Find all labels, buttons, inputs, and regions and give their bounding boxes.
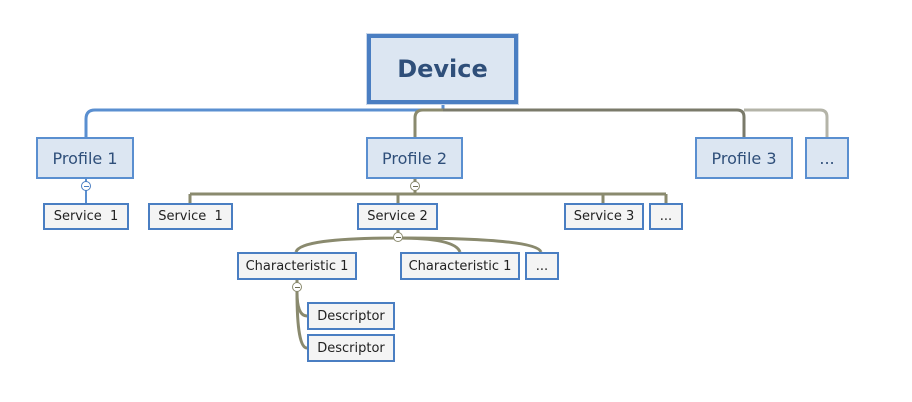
connector-device-profile2 bbox=[413, 108, 443, 138]
connector-device-profile-more bbox=[744, 108, 829, 138]
connector-char1-descriptor2 bbox=[295, 291, 308, 350]
profile-node-more[interactable]: ... bbox=[805, 137, 849, 179]
service-node-p1-1[interactable]: Service 1 bbox=[43, 203, 129, 230]
connector-device-profile3 bbox=[443, 108, 746, 138]
device-label: Device bbox=[397, 55, 488, 83]
characteristic-label: ... bbox=[535, 258, 549, 274]
device-node[interactable]: Device bbox=[366, 33, 519, 105]
service-node-p2-more[interactable]: ... bbox=[649, 203, 683, 230]
service-node-p2-2[interactable]: Service 2 bbox=[357, 203, 438, 230]
service-label: ... bbox=[659, 209, 673, 224]
characteristic-label: Characteristic 1 bbox=[245, 258, 349, 274]
collapse-toggle-service2[interactable] bbox=[393, 232, 403, 242]
characteristic-label: Characteristic 1 bbox=[408, 258, 512, 274]
connector-service2-char1 bbox=[294, 230, 400, 253]
profile-node-1[interactable]: Profile 1 bbox=[36, 137, 134, 179]
service-node-p2-1[interactable]: Service 1 bbox=[148, 203, 233, 230]
descriptor-label: Descriptor bbox=[317, 308, 385, 324]
profile-node-2[interactable]: Profile 2 bbox=[366, 137, 463, 179]
profile-node-3[interactable]: Profile 3 bbox=[695, 137, 793, 179]
descriptor-label: Descriptor bbox=[317, 340, 385, 356]
descriptor-node-2[interactable]: Descriptor bbox=[307, 334, 395, 362]
service-node-p2-3[interactable]: Service 3 bbox=[564, 203, 644, 230]
service-label: Service 3 bbox=[573, 209, 635, 224]
profile-label: Profile 1 bbox=[52, 148, 118, 168]
profile-label: Profile 3 bbox=[711, 148, 777, 168]
characteristic-node-more[interactable]: ... bbox=[525, 252, 559, 280]
connector-service2-char2 bbox=[397, 236, 462, 253]
connector-device-profile1 bbox=[84, 103, 445, 138]
collapse-toggle-profile1[interactable] bbox=[81, 181, 91, 191]
profile-label: Profile 2 bbox=[381, 148, 447, 168]
connector-profile2-services bbox=[188, 179, 668, 203]
descriptor-node-1[interactable]: Descriptor bbox=[307, 302, 395, 330]
connector-service2-more bbox=[397, 236, 543, 253]
characteristic-node-2[interactable]: Characteristic 1 bbox=[400, 252, 520, 280]
service-label: Service 2 bbox=[367, 209, 428, 224]
collapse-toggle-profile2[interactable] bbox=[410, 181, 420, 191]
collapse-toggle-characteristic1[interactable] bbox=[292, 282, 302, 292]
service-label: Service 1 bbox=[53, 209, 119, 224]
service-label: Service 1 bbox=[158, 209, 223, 224]
profile-label: ... bbox=[819, 148, 835, 168]
characteristic-node-1[interactable]: Characteristic 1 bbox=[237, 252, 357, 280]
